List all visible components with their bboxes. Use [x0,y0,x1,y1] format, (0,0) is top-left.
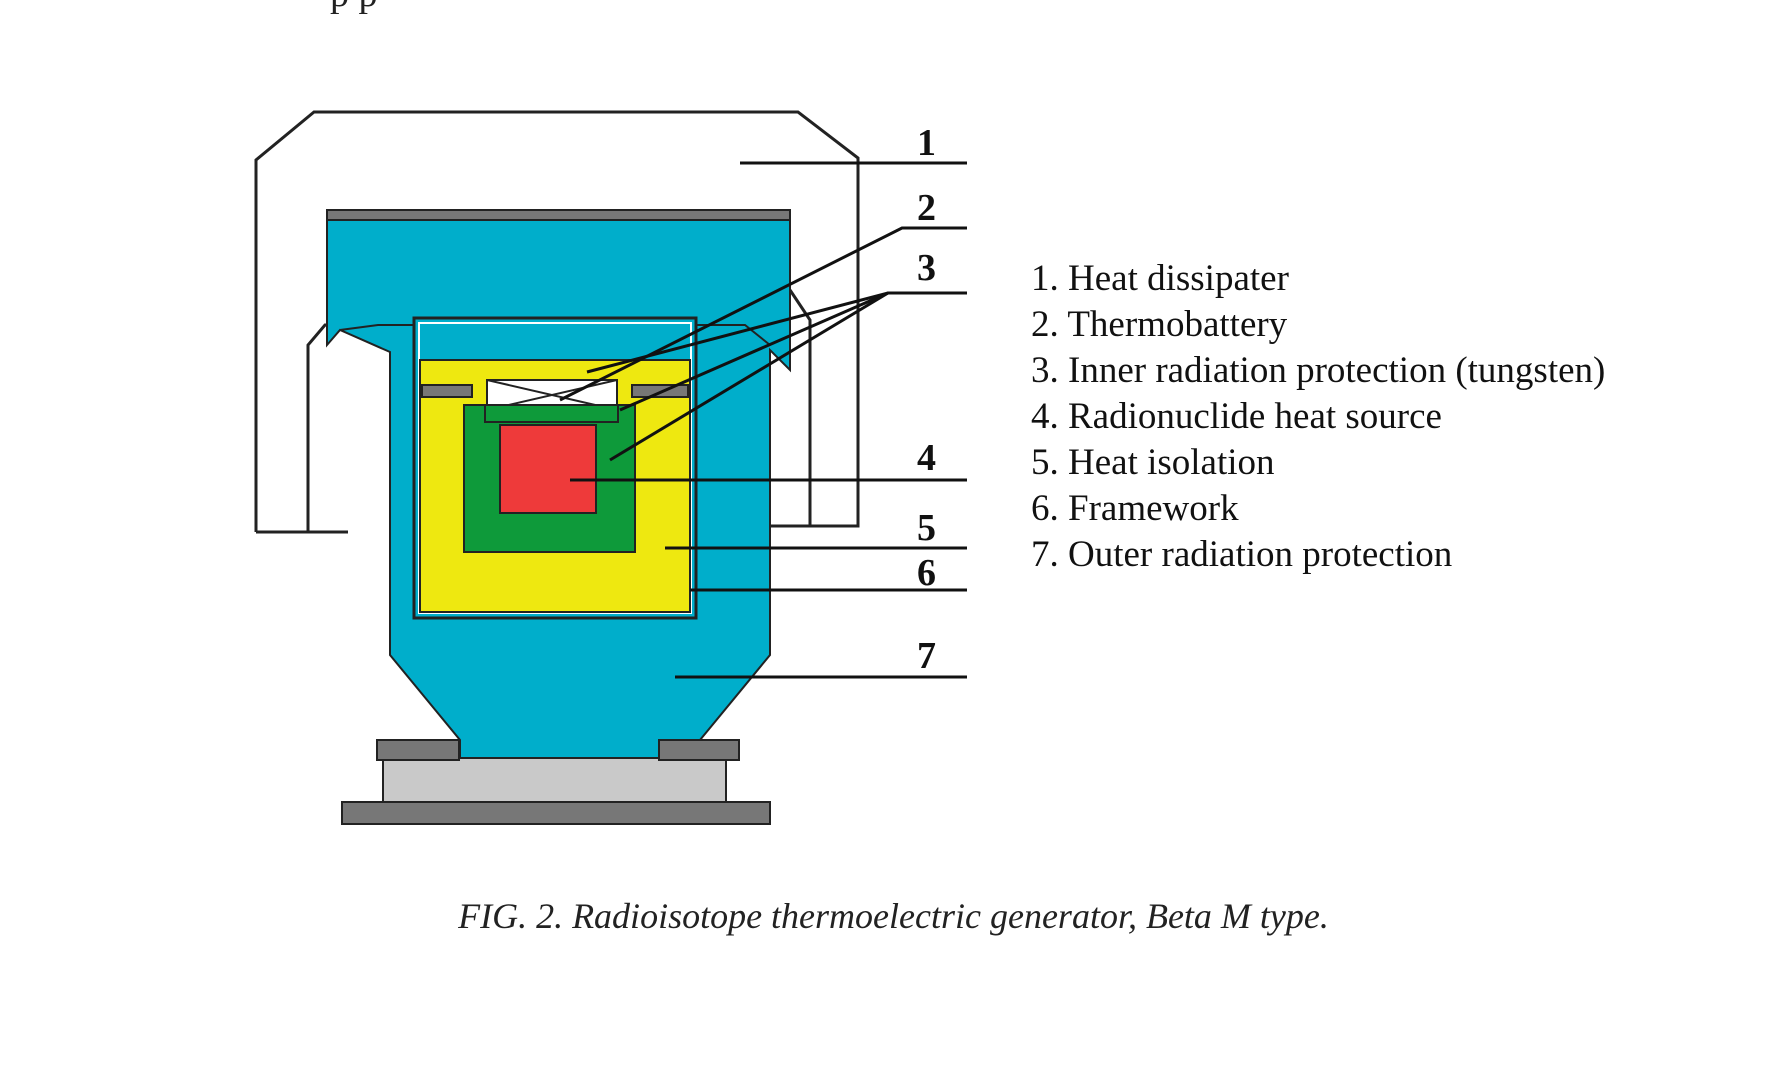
plate-left [421,384,473,398]
callout-3: 3 [917,247,936,289]
component-legend: 1. Heat dissipater 2. Thermobattery 3. I… [1031,256,1605,578]
base-foot-left [376,739,460,761]
leader-2 [559,226,967,402]
leader-lines [559,161,967,679]
legend-item-thermobattery: 2. Thermobattery [1031,304,1288,345]
legend-item-framework: 6. Framework [1031,488,1239,529]
legend-item-inner-radiation-protection: 3. Inner radiation protection (tungsten) [1031,350,1606,391]
base-foot-right [658,739,740,761]
callout-2: 2 [917,187,936,229]
leader-3c [609,291,889,462]
callout-1: 1 [917,122,936,164]
callout-6: 6 [917,552,936,594]
leader-3b [619,291,889,412]
figure-caption: FIG. 2. Radioisotope thermoelectric gene… [458,896,1329,936]
callout-7: 7 [917,635,936,677]
top-plate [326,209,791,221]
callout-5: 5 [917,507,936,549]
legend-item-heat-isolation: 5. Heat isolation [1031,442,1275,483]
callout-4: 4 [917,437,936,479]
base-bottom [341,801,771,825]
base-plate [382,757,727,803]
legend-item-heat-dissipater: 1. Heat dissipater [1031,258,1289,299]
previous-text-fragment: p p [330,0,378,16]
legend-item-outer-radiation-protection: 7. Outer radiation protection [1031,534,1453,575]
legend-item-radionuclide-heat-source: 4. Radionuclide heat source [1031,396,1442,437]
radionuclide-heat-source [499,424,597,514]
